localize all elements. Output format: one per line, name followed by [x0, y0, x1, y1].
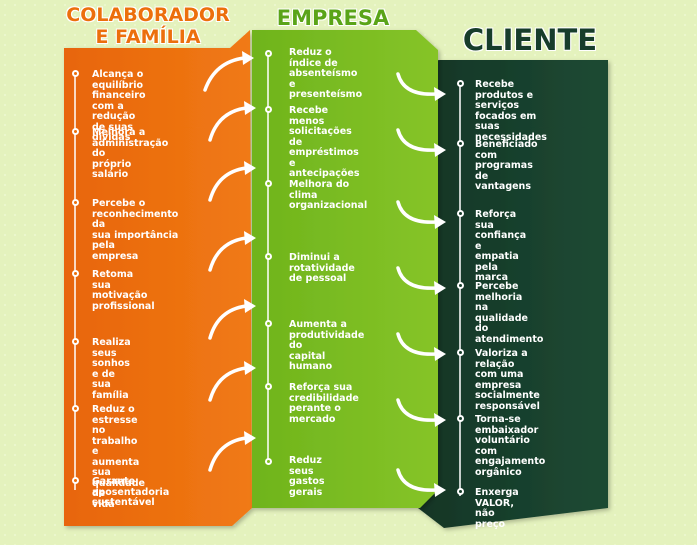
- arrowhead-icon: [244, 299, 256, 313]
- arrow-icon: [396, 398, 438, 422]
- arrow-icon: [208, 166, 248, 202]
- cliente-item: Beneficiado com programas de vantagens: [475, 139, 538, 192]
- colaborador-dot: [72, 338, 79, 345]
- cliente-dot: [457, 80, 464, 87]
- cliente-item: Percebe melhoria na qualidade do atendim…: [475, 281, 544, 345]
- cliente-dot: [457, 210, 464, 217]
- empresa-item: Reduz o índice de absenteísmo e presente…: [289, 47, 363, 100]
- arrow-icon: [396, 128, 438, 152]
- empresa-item: Diminui a rotatividade de pessoal: [289, 252, 355, 284]
- cliente-item: Recebe produtos e serviços focados em su…: [475, 79, 547, 143]
- arrow-icon: [208, 304, 248, 340]
- arrow-icon: [396, 332, 438, 356]
- cliente-dot: [457, 488, 464, 495]
- cliente-item: Valoriza a relação com uma empresa socia…: [475, 348, 540, 412]
- colaborador-dot: [72, 128, 79, 135]
- arrowhead-icon: [434, 483, 446, 497]
- empresa-item: Recebe menos solicitações de empréstimos…: [289, 105, 360, 179]
- arrowhead-icon: [434, 87, 446, 101]
- empresa-panel: [252, 30, 438, 508]
- arrow-icon: [203, 56, 246, 92]
- colaborador-dot: [72, 405, 79, 412]
- cliente-dot: [457, 415, 464, 422]
- colaborador-item: Percebe o reconhecimento da sua importân…: [92, 198, 179, 262]
- colaborador-header: COLABORADOR E FAMÍLIA: [58, 4, 238, 48]
- empresa-dot: [265, 50, 272, 57]
- arrowhead-icon: [434, 413, 446, 427]
- arrow-icon: [208, 236, 248, 272]
- colaborador-item: Retoma sua motivação profissional: [92, 269, 155, 312]
- arrowhead-icon: [244, 231, 256, 245]
- cliente-dot: [457, 140, 464, 147]
- arrow-icon: [396, 200, 438, 224]
- colaborador-header-line2: E FAMÍLIA: [95, 26, 201, 48]
- arrowhead-icon: [244, 161, 256, 175]
- arrow-icon: [396, 72, 438, 96]
- empresa-dot: [265, 180, 272, 187]
- arrow-icon: [208, 436, 248, 472]
- colaborador-item: Melhora a administração do próprio salár…: [92, 127, 169, 180]
- empresa-dot: [265, 106, 272, 113]
- arrowhead-icon: [244, 361, 256, 375]
- colaborador-item: Garante aposentadoria sustentável: [92, 476, 170, 508]
- arrowhead-icon: [244, 431, 256, 445]
- cliente-dot: [457, 349, 464, 356]
- arrow-icon: [208, 106, 248, 142]
- arrowhead-icon: [434, 281, 446, 295]
- cliente-panel: [418, 60, 608, 528]
- cliente-header: CLIENTE: [462, 23, 598, 57]
- empresa-item: Melhora do clima organizacional: [289, 179, 368, 211]
- cliente-item: Torna-se embaixador voluntário com engaj…: [475, 414, 546, 478]
- arrowhead-icon: [434, 215, 446, 229]
- empresa-dot: [265, 320, 272, 327]
- colaborador-dot: [72, 477, 79, 484]
- empresa-item: Reforça sua credibilidade perante o merc…: [289, 382, 359, 425]
- colaborador-item: Reduz o estresse no trabalho e aumenta s…: [92, 404, 145, 510]
- arrowhead-icon: [244, 101, 256, 115]
- empresa-header: EMPRESA: [276, 6, 390, 30]
- colaborador-dot: [72, 70, 79, 77]
- empresa-dot: [265, 253, 272, 260]
- colaborador-dot: [72, 199, 79, 206]
- empresa-item: Reduz seus gastos gerais: [289, 455, 325, 498]
- cliente-item: Reforça sua confiança e empatia pela mar…: [475, 209, 527, 283]
- arrow-icon: [208, 366, 248, 402]
- colaborador-item: Realiza seus sonhos e de sua família: [92, 337, 131, 401]
- colaborador-item: Alcança o equilíbrio financeiro com a re…: [92, 69, 146, 143]
- empresa-dot: [265, 458, 272, 465]
- arrow-icon: [396, 468, 438, 492]
- arrowhead-icon: [242, 51, 254, 65]
- colaborador-panel: [64, 30, 252, 526]
- colaborador-dot: [72, 270, 79, 277]
- cliente-item: Enxerga VALOR, não preço: [475, 487, 519, 530]
- arrow-icon: [396, 266, 438, 290]
- arrowhead-icon: [434, 143, 446, 157]
- colaborador-header-line1: COLABORADOR: [66, 4, 230, 26]
- cliente-dot: [457, 282, 464, 289]
- arrowhead-icon: [434, 347, 446, 361]
- empresa-dot: [265, 383, 272, 390]
- empresa-item: Aumenta a produtividade do capital human…: [289, 319, 365, 372]
